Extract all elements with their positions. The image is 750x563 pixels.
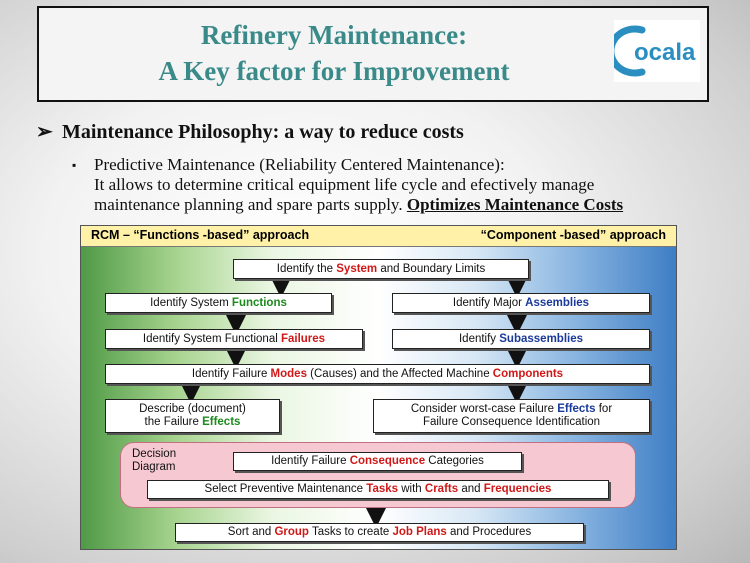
functions-approach-label: RCM – “Functions -based” approach: [91, 228, 310, 242]
ocala-logo: ocala: [607, 20, 700, 82]
arrow-bullet-icon: ➢: [36, 121, 53, 143]
optimizes-costs-emphasis: Optimizes Maintenance Costs: [406, 195, 624, 214]
subpoint-line-2: It allows to determine critical equipmen…: [94, 175, 595, 194]
title-line-1: Refinery Maintenance:: [200, 20, 468, 50]
subpoint-line-1: Predictive Maintenance (Reliability Cent…: [94, 155, 505, 174]
select-tasks-box: Select Preventive Maintenance Tasks with…: [147, 480, 609, 499]
consequence-categories-box: Identify Failure Consequence Categories: [233, 452, 522, 471]
heading-text: Maintenance Philosophy: a way to reduce …: [62, 121, 464, 143]
identify-system-box: Identify the System and Boundary Limits: [233, 259, 529, 279]
flow-arrows: [181, 278, 527, 528]
ocala-logo-icon: ocala: [607, 25, 696, 77]
identify-assemblies-box: Identify Major Assemblies: [392, 293, 650, 313]
decision-diagram-label: Decision Diagram: [132, 448, 177, 473]
logo-text: ocala: [634, 39, 696, 66]
section-heading: ➢ Maintenance Philosophy: a way to reduce…: [36, 119, 464, 144]
identify-functions-box: Identify System Functions: [105, 293, 332, 313]
describe-effects-box: Describe (document) the Failure Effects: [105, 399, 280, 433]
sort-group-box: Sort and Group Tasks to create Job Plans…: [175, 523, 584, 542]
identify-subassemblies-box: Identify Subassemblies: [392, 329, 650, 349]
consider-effects-box: Consider worst-case Failure Effects for …: [373, 399, 650, 433]
component-approach-label: “Component -based” approach: [480, 228, 666, 242]
diagram-header: RCM – “Functions -based” approach “Compo…: [81, 226, 676, 247]
identify-failures-box: Identify System Functional Failures: [105, 329, 363, 349]
subpoint-line-3: maintenance planning and spare parts sup…: [94, 195, 624, 214]
title-box: Refinery Maintenance: A Key factor for I…: [37, 6, 709, 102]
rcm-diagram: RCM – “Functions -based” approach “Compo…: [80, 225, 677, 550]
square-bullet-icon: ▪: [72, 158, 77, 172]
title-line-2: A Key factor for Improvement: [158, 56, 510, 86]
identify-modes-box: Identify Failure Modes (Causes) and the …: [105, 364, 650, 384]
